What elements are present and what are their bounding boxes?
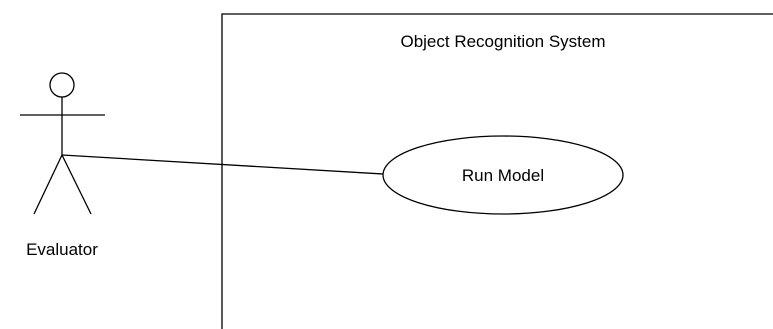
actor-head bbox=[49, 72, 75, 98]
actor-label: Evaluator bbox=[26, 240, 98, 259]
system-boundary-frame bbox=[221, 13, 773, 329]
association-line[interactable] bbox=[61, 154, 384, 175]
use-case-label: Run Model bbox=[462, 166, 544, 185]
use-case-run-model[interactable]: Run Model bbox=[382, 135, 624, 215]
system-boundary[interactable] bbox=[221, 13, 773, 329]
actor-right-leg bbox=[61, 154, 92, 215]
system-title: Object Recognition System bbox=[400, 32, 605, 51]
actor-evaluator[interactable] bbox=[20, 72, 105, 215]
actor-left-leg bbox=[33, 154, 63, 215]
use-case-ellipse bbox=[382, 135, 624, 215]
